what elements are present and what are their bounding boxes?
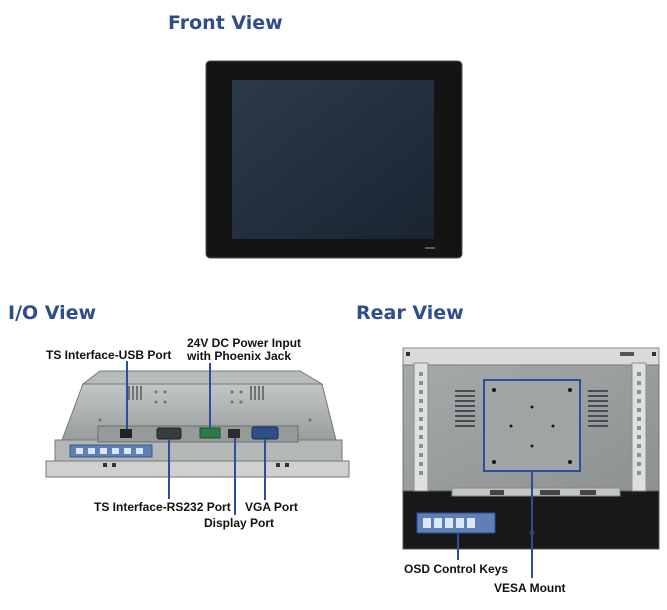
- power-leader: [209, 363, 211, 429]
- ts-rs232-leader: [168, 439, 170, 499]
- vesa-leader: [531, 471, 533, 578]
- vesa-mount-label: VESA Mount: [494, 581, 566, 595]
- vesa-plate: [483, 379, 581, 472]
- ts-usb-leader: [126, 361, 128, 429]
- front-logo-mark: [425, 247, 435, 249]
- front-screen: [232, 80, 434, 239]
- display-port-label: Display Port: [204, 516, 275, 530]
- rear-view-heading: Rear View: [356, 302, 464, 324]
- ts-rs232-port-label: TS Interface-RS232 Port: [94, 500, 231, 514]
- osd-leader: [457, 533, 459, 560]
- front-bezel: [205, 60, 463, 259]
- display-port-leader: [234, 438, 236, 515]
- vga-leader: [264, 439, 266, 500]
- osd-keypad: [416, 512, 496, 534]
- ts-usb-port-label: TS Interface-USB Port: [46, 348, 172, 362]
- io-view-chassis: [45, 370, 350, 478]
- osd-control-keys-label: OSD Control Keys: [404, 562, 509, 576]
- power-input-label-line2: with Phoenix Jack: [187, 349, 292, 363]
- power-input-label-line1: 24V DC Power Input: [187, 336, 302, 350]
- front-view-heading: Front View: [168, 12, 283, 34]
- vga-port-label: VGA Port: [245, 500, 298, 514]
- io-view-heading: I/O View: [8, 302, 97, 324]
